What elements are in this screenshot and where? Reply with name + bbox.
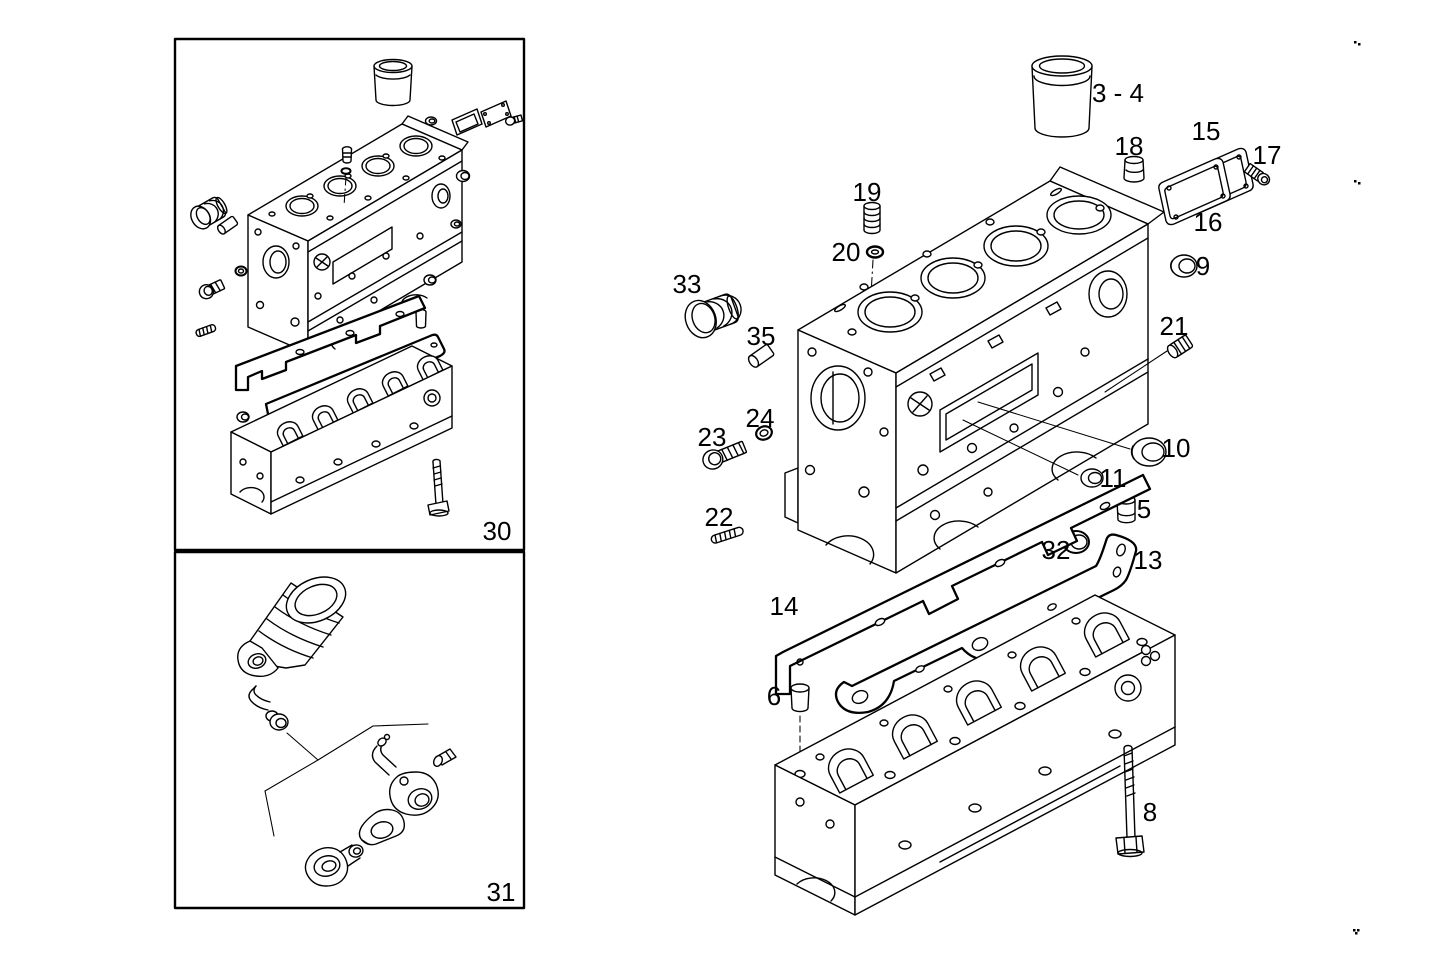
- callout-21: 21: [1159, 311, 1189, 341]
- callout-16: 16: [1193, 207, 1223, 237]
- plug-6: [790, 683, 810, 713]
- stud-22: [710, 526, 744, 544]
- callout-6: 6: [766, 681, 782, 711]
- callout-24: 24: [745, 403, 775, 433]
- mini-leader-lines: [264, 723, 429, 837]
- bedplate: [774, 594, 1176, 916]
- plug-19: [863, 201, 881, 235]
- callout-10: 10: [1161, 433, 1191, 463]
- leader-line-11: [962, 419, 1079, 476]
- registration-marks: [1353, 41, 1361, 935]
- leader-line-10: [977, 401, 1131, 450]
- callout-13: 13: [1133, 545, 1163, 575]
- callout-8: 8: [1142, 797, 1158, 827]
- mini-main-bearing-bolt: [427, 458, 450, 517]
- mini-oil-jet-1: [248, 685, 289, 731]
- mini-cylinder-liner: [373, 58, 413, 107]
- panel-31-frame: [173, 550, 526, 910]
- callout-11: 11: [1099, 463, 1127, 493]
- gasket-16: [1158, 157, 1231, 226]
- mini-bedplate: [230, 345, 453, 515]
- mini-jet-plug: [304, 844, 364, 887]
- callout-14: 14: [769, 591, 799, 621]
- mini-liner-with-seat: [237, 576, 347, 678]
- callout-22: 22: [704, 502, 734, 532]
- panel-31-artwork: [237, 576, 457, 887]
- panel-30-frame: [173, 37, 526, 552]
- callout-17: 17: [1252, 140, 1282, 170]
- mini-plug-and-oring: [340, 146, 353, 207]
- cup-plug-9: [1170, 254, 1198, 278]
- panel-30-label: 30: [482, 516, 512, 546]
- dowel-35: [747, 344, 775, 368]
- callout-20: 20: [831, 237, 861, 267]
- callout-5: 5: [1136, 494, 1152, 524]
- mini-oil-jet-2: [371, 733, 439, 816]
- main-diagram: [684, 55, 1271, 916]
- callout-15: 15: [1191, 116, 1221, 146]
- callout-3-4: 3 - 4: [1091, 78, 1145, 108]
- screw-plug-33: [684, 293, 742, 339]
- bolt-17: [1243, 162, 1271, 186]
- callout-23: 23: [697, 422, 727, 452]
- mini-engine-block: [247, 115, 469, 354]
- panel-31-label: 31: [486, 877, 516, 907]
- plug-18: [1123, 155, 1145, 183]
- callout-33: 33: [672, 269, 702, 299]
- cylinder-liner: [1031, 55, 1093, 138]
- callout-18: 18: [1114, 131, 1144, 161]
- callout-9: 9: [1195, 251, 1211, 281]
- engine-block: [784, 166, 1165, 574]
- cup-plug-11: [1080, 468, 1104, 488]
- mini-plug-and-fasteners-left: [190, 196, 250, 423]
- screw-plug-21: [1166, 334, 1194, 359]
- mini-jet-retainer: [358, 808, 406, 846]
- gasket-14: [774, 473, 1152, 696]
- mini-covers-and-plugs-right: [415, 100, 524, 329]
- panel-30-artwork: [190, 58, 524, 517]
- main-bearing-bolt-8: [1115, 744, 1145, 858]
- callout-32: 32: [1041, 535, 1071, 565]
- cup-plug-10: [1130, 437, 1167, 467]
- bolt-23: [702, 440, 748, 470]
- o-ring-20: [865, 245, 885, 259]
- callout-19: 19: [852, 177, 882, 207]
- leader-line-21: [1104, 350, 1168, 393]
- mini-jet-sleeve: [432, 748, 457, 767]
- callout-35: 35: [746, 321, 776, 351]
- washer-24: [755, 425, 773, 441]
